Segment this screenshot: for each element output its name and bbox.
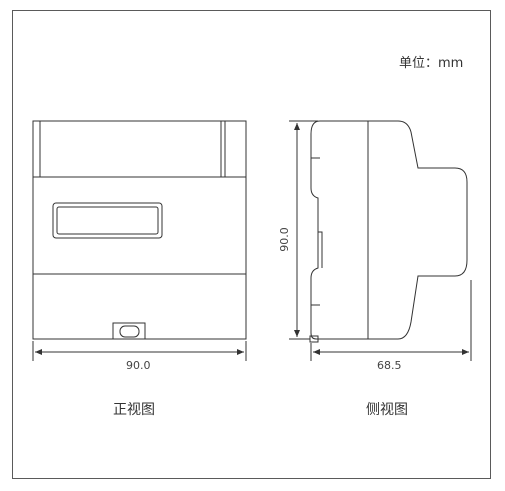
front-width-dimension bbox=[32, 341, 247, 361]
side-height-dimension bbox=[289, 120, 318, 340]
side-depth-label: 68.5 bbox=[377, 359, 402, 372]
side-body-outline bbox=[310, 120, 369, 340]
front-din-clip-slot bbox=[119, 325, 140, 338]
front-display-window-inner bbox=[56, 206, 159, 235]
side-rear-profile bbox=[368, 120, 468, 340]
front-width-label: 90.0 bbox=[126, 359, 151, 372]
side-view bbox=[309, 120, 468, 343]
front-body-outline bbox=[32, 120, 247, 340]
unit-label: 单位：mm bbox=[399, 56, 464, 71]
front-view bbox=[32, 120, 247, 340]
front-display-window bbox=[52, 202, 163, 239]
side-depth-dimension bbox=[310, 280, 472, 361]
side-height-label: 90.0 bbox=[277, 227, 291, 252]
drawing-frame bbox=[12, 10, 491, 479]
front-view-title: 正视图 bbox=[113, 402, 155, 418]
front-din-clip bbox=[112, 322, 146, 339]
side-view-title: 侧视图 bbox=[366, 402, 408, 418]
side-rail-groove bbox=[318, 231, 323, 268]
